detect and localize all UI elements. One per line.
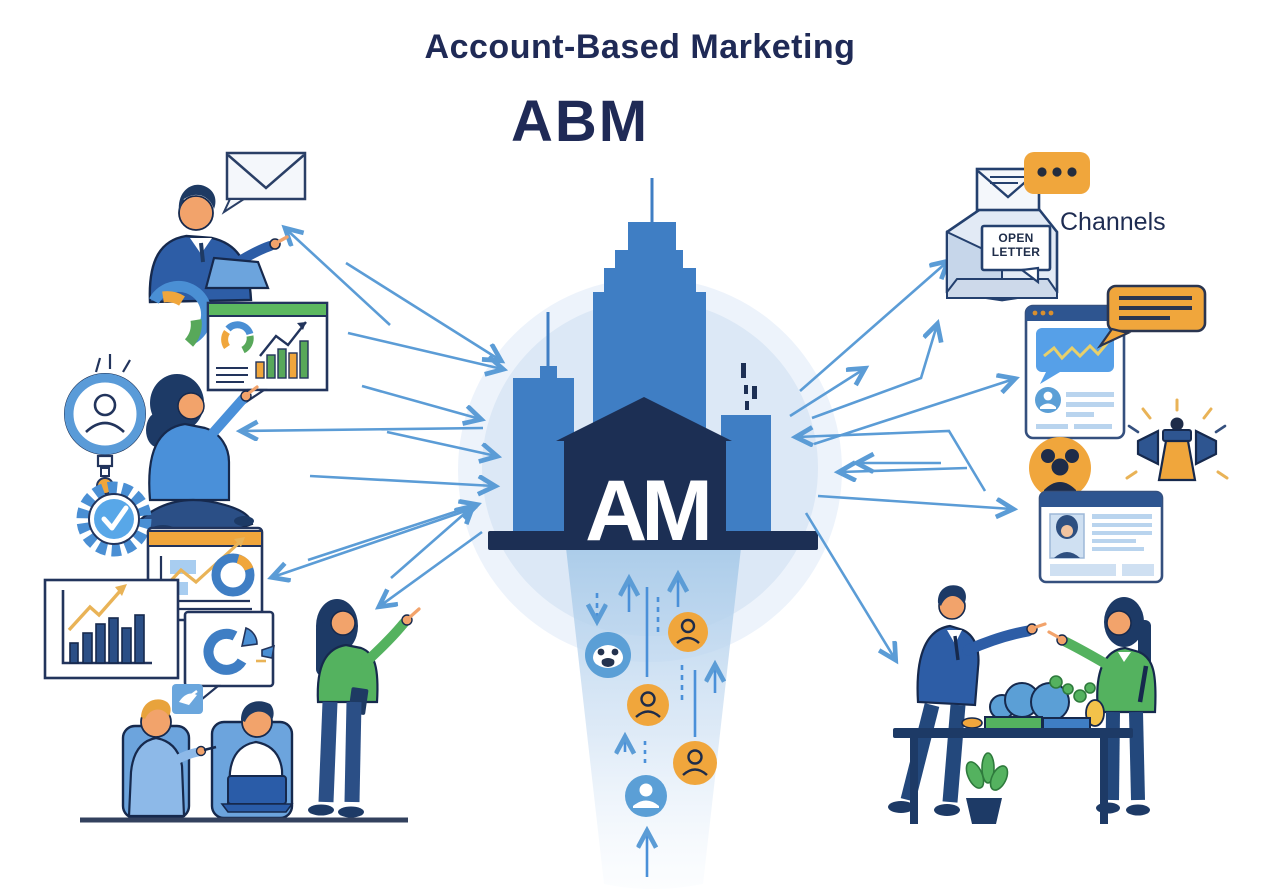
arrows-right: [789, 262, 1014, 659]
presentation-board: [206, 301, 329, 410]
gear-check-badge: [76, 481, 152, 557]
open-letter-mail: [945, 167, 1059, 302]
open-letter-line2: LETTER: [991, 245, 1041, 260]
bar-chart-board: [43, 578, 180, 680]
orange-message-bubble: [1096, 284, 1207, 349]
abm-building: AM: [488, 397, 818, 559]
seated-team: [80, 699, 408, 823]
arrows-left: [242, 229, 502, 606]
lead-person-orange-icon: [668, 612, 708, 652]
email-envelope-bubble: [221, 151, 307, 215]
page-title: Account-Based Marketing: [424, 28, 856, 66]
table-items: [961, 675, 1105, 730]
pie-chart-bubble: [183, 610, 276, 708]
customer-profile-card: [1038, 490, 1164, 584]
tag-badge: [172, 684, 203, 714]
potted-plant: [965, 752, 1009, 824]
donut-chart-icon: [149, 280, 213, 347]
channels-label: Channels: [1060, 208, 1166, 236]
audience-group-badge: [1029, 437, 1091, 499]
lead-person-blue-icon: [625, 775, 667, 817]
building-monogram: AM: [585, 463, 707, 559]
tower-windows: [741, 363, 757, 410]
sitting-woman-presenter: [138, 374, 259, 538]
mini-bars: [255, 340, 309, 379]
website-chat-card: [1024, 304, 1126, 440]
funnel-leads: [585, 576, 717, 877]
standing-woman-pointing: [308, 599, 421, 818]
negotiation-table-scene: [888, 585, 1157, 824]
chat-dots-bubble: [1024, 152, 1090, 194]
page-abbreviation: ABM: [510, 89, 650, 154]
megaphone-announcement: [1125, 398, 1229, 482]
open-letter-line1: OPEN: [998, 231, 1034, 245]
group-face-circle-icon: [585, 632, 631, 678]
lead-person-orange-icon: [673, 741, 717, 785]
lead-person-orange-icon: [627, 684, 669, 726]
open-letter-label: OPEN LETTER: [984, 231, 1048, 260]
prospect-magnifier: [64, 354, 146, 495]
